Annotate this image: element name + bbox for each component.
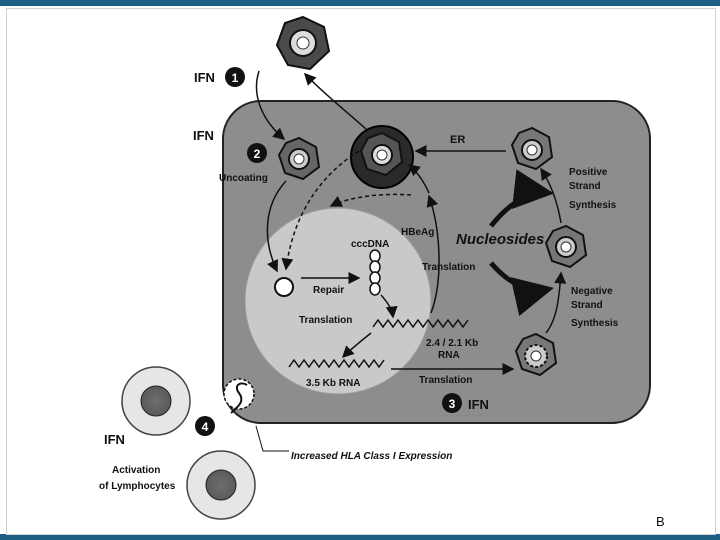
rna-short-wave [372,318,469,329]
activation-line-1: Activation [112,465,160,476]
arrow-cccdna-to-rna [380,294,398,319]
negative-strand-line-3: Synthesis [571,318,619,329]
arrow-bold-positive [489,169,554,228]
lymphocyte-lower [186,450,256,520]
step-2-number: 2 [254,147,261,161]
arrow-uncoating-to-nucleus [266,180,287,273]
hla-expression-label: Increased HLA Class I Expression [291,451,452,462]
hla-molecule-squiggle [230,382,248,414]
repair-label: Repair [313,285,344,296]
arrow-dashed-recycle [281,150,360,271]
ifn-label-1: IFN [194,70,215,85]
er-label: ER [450,134,465,146]
cccdna-beads [369,249,381,296]
ifn-label-2: IFN [193,128,214,143]
arrow-translation-mid [341,332,372,359]
rna-small-line-1: 2.4 / 2.1 Kb [426,338,478,349]
nucleus [244,207,432,395]
relaxed-dna-circle [274,277,294,297]
step-badge-2 [247,143,267,163]
virion-nucleosides [544,224,588,269]
step-badge-3 [442,393,462,413]
hbv-lifecycle-diagram: 1 2 3 4 IFN IFN IFN IFN Uncoating ER HBe… [99,15,651,520]
bottom-accent-bar [0,534,720,540]
cccdna-label: cccDNA [351,239,389,250]
slide-canvas: 1 2 3 4 IFN IFN IFN IFN Uncoating ER HBe… [6,8,716,535]
rna-small-line-2: RNA [438,350,460,361]
virion-top [275,15,331,71]
lymphocyte-upper [121,366,191,436]
arrow-dashed-hbeag [329,193,412,207]
translation-label-bottom: Translation [419,375,472,386]
positive-strand-line-1: Positive [569,167,608,178]
rna-large-label: 3.5 Kb RNA [306,378,360,389]
negative-strand-line-1: Negative [571,286,613,297]
virion-assembly [350,125,414,189]
arrow-negative-to-nucleosides [545,271,567,334]
step-4-number: 4 [202,420,209,434]
translation-label-upper: Translation [422,262,475,273]
ifn-label-3: IFN [468,397,489,412]
corner-letter: B [656,514,665,529]
ifn-label-4: IFN [104,432,125,447]
step-1-number: 1 [232,71,239,85]
positive-strand-line-3: Synthesis [569,200,617,211]
step-badge-1 [225,67,245,87]
hla-leader-line [255,425,289,452]
arrow-bold-negative [489,261,554,317]
virion-positive-strand [510,126,554,171]
negative-strand-line-2: Strand [571,300,603,311]
step-badge-4 [195,416,215,436]
arrow-entry [255,70,286,140]
step-3-number: 3 [449,397,456,411]
virion-negative-strand [514,332,558,377]
nucleosides-label: Nucleosides [456,231,544,248]
top-accent-bar [0,0,720,6]
positive-strand-line-2: Strand [569,181,601,192]
rna-long-wave [288,358,385,369]
arrow-translation-up [426,194,440,314]
arrow-hbeag-to-virion [407,164,430,194]
activation-line-2: of Lymphocytes [99,481,176,492]
virion-uncoating [277,136,321,181]
hbeag-label: HBeAg [401,227,434,238]
uncoating-label: Uncoating [219,173,268,184]
arrow-release [303,72,367,130]
translation-label-nucleus: Translation [299,315,352,326]
